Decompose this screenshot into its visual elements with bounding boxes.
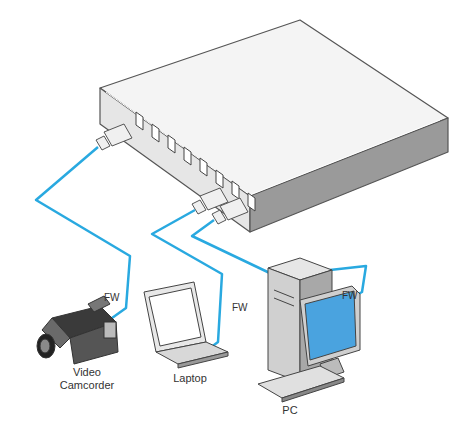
device-label-box: Laptop bbox=[160, 372, 220, 385]
cable-label: FW bbox=[104, 292, 120, 304]
video-camcorder bbox=[37, 296, 118, 364]
pc-computer bbox=[258, 258, 360, 402]
device-name: Video Camcorder bbox=[52, 366, 122, 392]
cable-label: FW bbox=[342, 290, 358, 302]
cable-label: FW bbox=[232, 302, 248, 314]
device-name: Laptop bbox=[160, 372, 220, 385]
cable-plugs bbox=[96, 124, 248, 224]
device-label-box: Video Camcorder bbox=[52, 366, 122, 392]
laptop bbox=[144, 282, 228, 368]
device-label-box: PC bbox=[270, 404, 310, 417]
firewire-hub bbox=[100, 20, 448, 232]
hub-ports bbox=[136, 112, 255, 211]
device-name: PC bbox=[270, 404, 310, 417]
